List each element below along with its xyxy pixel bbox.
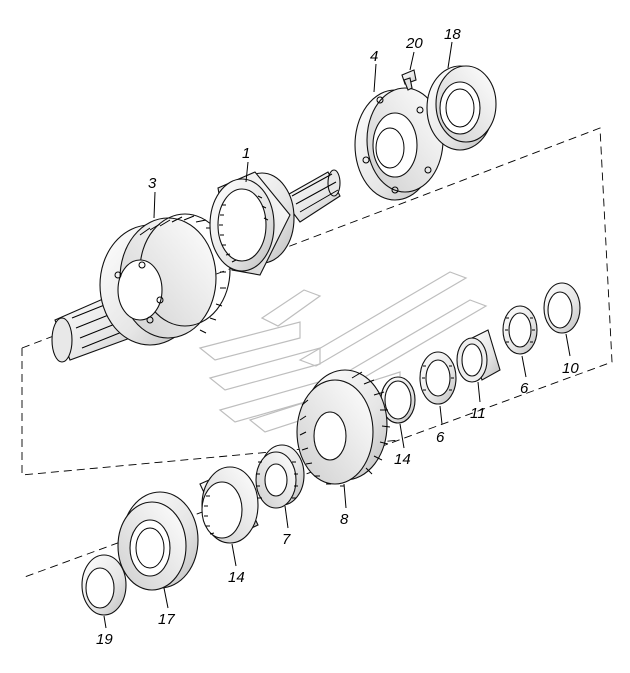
part-6-synchro-ring-upper — [502, 305, 538, 355]
label-part-11: 11 — [470, 405, 486, 422]
part-14-needle-bearing — [199, 466, 259, 544]
label-part-17: 17 — [158, 611, 175, 628]
label-part-10: 10 — [562, 360, 579, 377]
label-part-4: 4 — [370, 48, 378, 65]
label-part-8: 8 — [340, 511, 349, 528]
leader-lines — [103, 41, 571, 629]
label-part-1: 1 — [242, 145, 250, 162]
label-part-3: 3 — [148, 175, 157, 192]
label-part-7: 7 — [282, 531, 291, 548]
label-part-20: 20 — [405, 35, 423, 52]
part-10-ring — [543, 282, 581, 334]
watermark-logo — [198, 271, 488, 433]
label-part-19: 19 — [96, 631, 113, 648]
part-20-bolt — [401, 69, 417, 91]
callout-labels: 1 3 4 20 18 10 6 11 6 14 8 7 14 17 19 — [96, 26, 579, 648]
part-4-flange-cover — [354, 87, 444, 201]
part-19-washer — [81, 554, 127, 616]
part-7-splined-hub — [255, 444, 305, 509]
label-part-6-middle: 6 — [436, 429, 445, 446]
part-11-sleeve — [456, 329, 501, 383]
label-part-18: 18 — [444, 26, 461, 43]
part-6-synchro-ring-middle — [419, 351, 457, 405]
label-part-14-lower: 14 — [228, 569, 245, 586]
part-1-drive-shaft — [209, 169, 341, 276]
label-part-6-upper: 6 — [520, 380, 529, 397]
part-17-roller-bearing — [117, 491, 199, 591]
part-8-helical-gear — [296, 369, 391, 487]
label-part-14-upper: 14 — [394, 451, 411, 468]
part-18-bearing — [426, 65, 497, 151]
part-14-snap-ring-upper — [380, 376, 416, 424]
part-3-main-shaft-gear — [51, 213, 231, 363]
